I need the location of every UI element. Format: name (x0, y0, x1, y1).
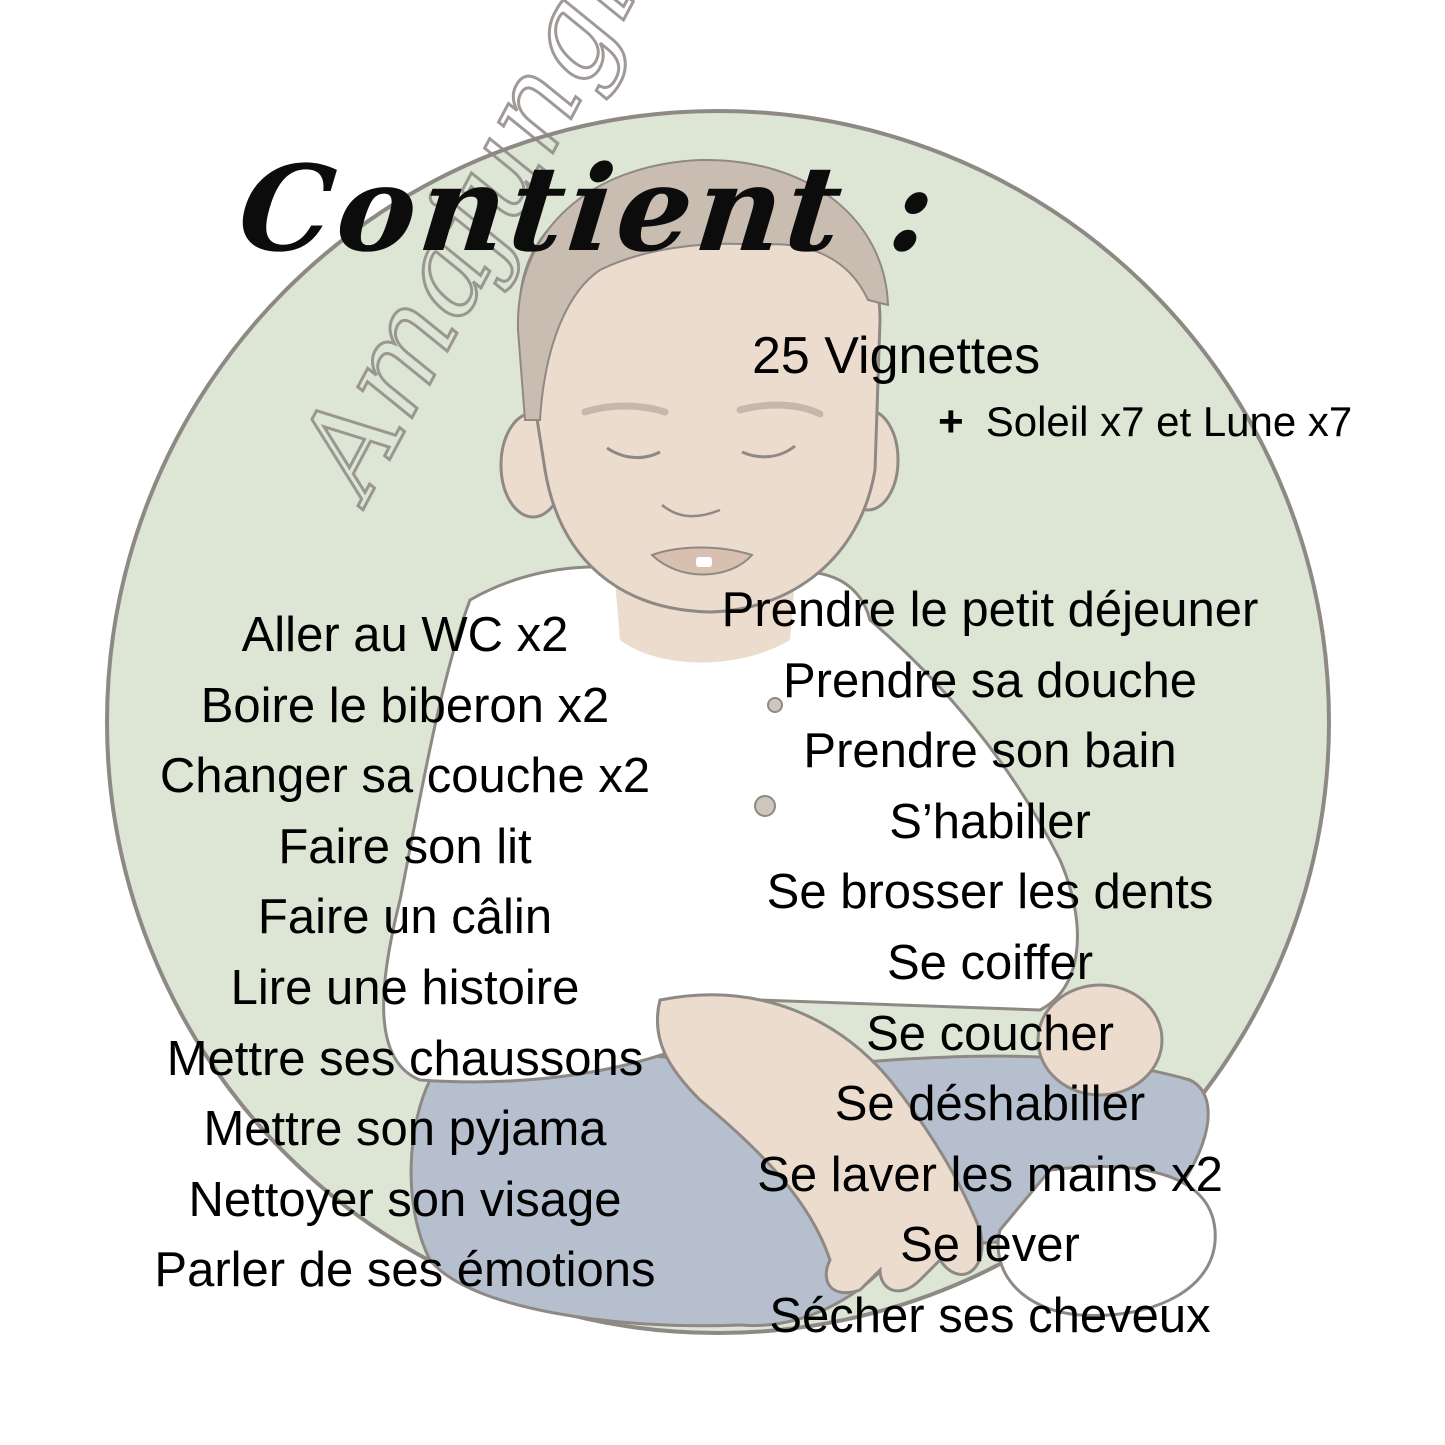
list-item: Aller au WC x2 (241, 608, 569, 662)
page-title: Contient : (232, 139, 946, 278)
extras-line: + Soleil x7 et Lune x7 (938, 400, 1352, 444)
list-item: Mettre ses chaussons (166, 1031, 644, 1086)
list-item: Se brosser les dents (766, 865, 1214, 920)
eyebrow-left (581, 402, 669, 416)
eyebrow-right (736, 401, 824, 418)
list-item: Se lever (900, 1218, 1080, 1273)
list-item: Changer sa couche x2 (159, 749, 651, 804)
eye-right-closed (741, 444, 796, 459)
child-fist-illustration (1036, 983, 1164, 1097)
list-item: Prendre son bain (803, 724, 1177, 779)
list-item: Lire une histoire (230, 960, 580, 1015)
teeth (696, 557, 712, 567)
list-item: Parler de ses émotions (154, 1243, 656, 1298)
shirt-button-bottom (754, 795, 776, 817)
child-hair-illustration (516, 158, 890, 421)
list-item: Se laver les mains x2 (757, 1147, 1223, 1202)
nose (661, 504, 721, 518)
list-item: Faire son lit (278, 819, 532, 874)
shirt-button-top (767, 697, 783, 713)
list-item: Prendre le petit déjeuner (721, 583, 1259, 637)
extras-label: Soleil x7 et Lune x7 (985, 398, 1353, 445)
right-activity-list: Prendre le petit déjeuner Prendre sa dou… (690, 575, 1290, 1352)
child-foot-illustration (996, 1165, 1217, 1318)
child-arm-illustration (655, 993, 984, 1295)
vignettes-count: 25 Vignettes (752, 327, 1041, 385)
list-item: S’habiller (889, 794, 1091, 849)
list-item: Se déshabiller (834, 1077, 1146, 1132)
left-activity-list: Aller au WC x2 Boire le biberon x2 Chang… (110, 600, 700, 1306)
list-item: Faire un câlin (257, 890, 553, 945)
list-item: Se coucher (866, 1006, 1114, 1061)
list-item: Se coiffer (886, 935, 1094, 990)
list-item: Boire le biberon x2 (200, 678, 610, 733)
list-item: Prendre sa douche (782, 653, 1198, 708)
list-item: Nettoyer son visage (188, 1172, 622, 1227)
list-item: Mettre son pyjama (203, 1102, 607, 1157)
eye-left-closed (606, 446, 661, 459)
plus-icon: + (938, 397, 964, 446)
list-item: Sécher ses cheveux (769, 1288, 1211, 1343)
